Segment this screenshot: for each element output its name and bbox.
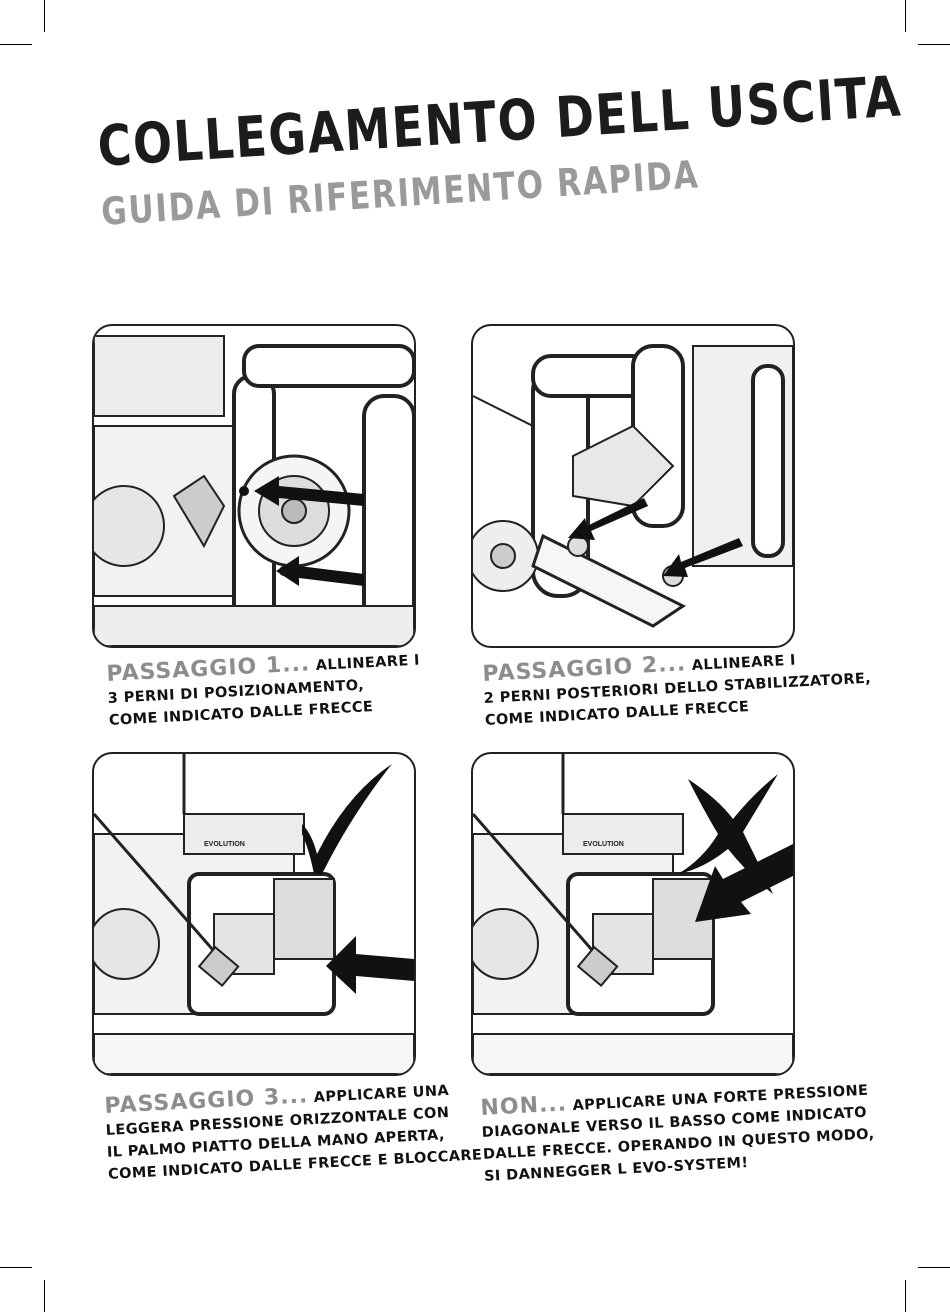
brand-label: EVOLUTION: [204, 841, 245, 848]
check-icon: [302, 764, 392, 874]
crop-mark: [44, 1280, 45, 1312]
crop-mark: [905, 1280, 906, 1312]
step-1-caption: PASSAGGIO 1... ALLINEARE I 3 PERNI DI PO…: [105, 651, 421, 729]
crop-mark: [905, 0, 906, 32]
crop-mark: [918, 44, 950, 45]
step-4-illustration: EVOLUTION: [471, 752, 795, 1076]
step-1-illustration: [92, 324, 416, 648]
step-4-caption: NON... APPLICARE UNA FORTE PRESSIONE DIA…: [479, 1082, 875, 1185]
crop-mark: [0, 1267, 32, 1268]
step-3-caption: PASSAGGIO 3... APPLICARE UNA LEGGERA PRE…: [103, 1082, 483, 1183]
step-4-lead: NON...: [479, 1091, 568, 1121]
step-2-illustration: [471, 324, 795, 648]
brand-label: EVOLUTION: [583, 841, 624, 848]
step-3-illustration: EVOLUTION: [92, 752, 416, 1076]
step-2-caption: PASSAGGIO 2... ALLINEARE I 2 PERNI POSTE…: [481, 651, 872, 729]
crop-mark: [918, 1267, 950, 1268]
crop-mark: [0, 44, 32, 45]
crop-mark: [44, 0, 45, 32]
